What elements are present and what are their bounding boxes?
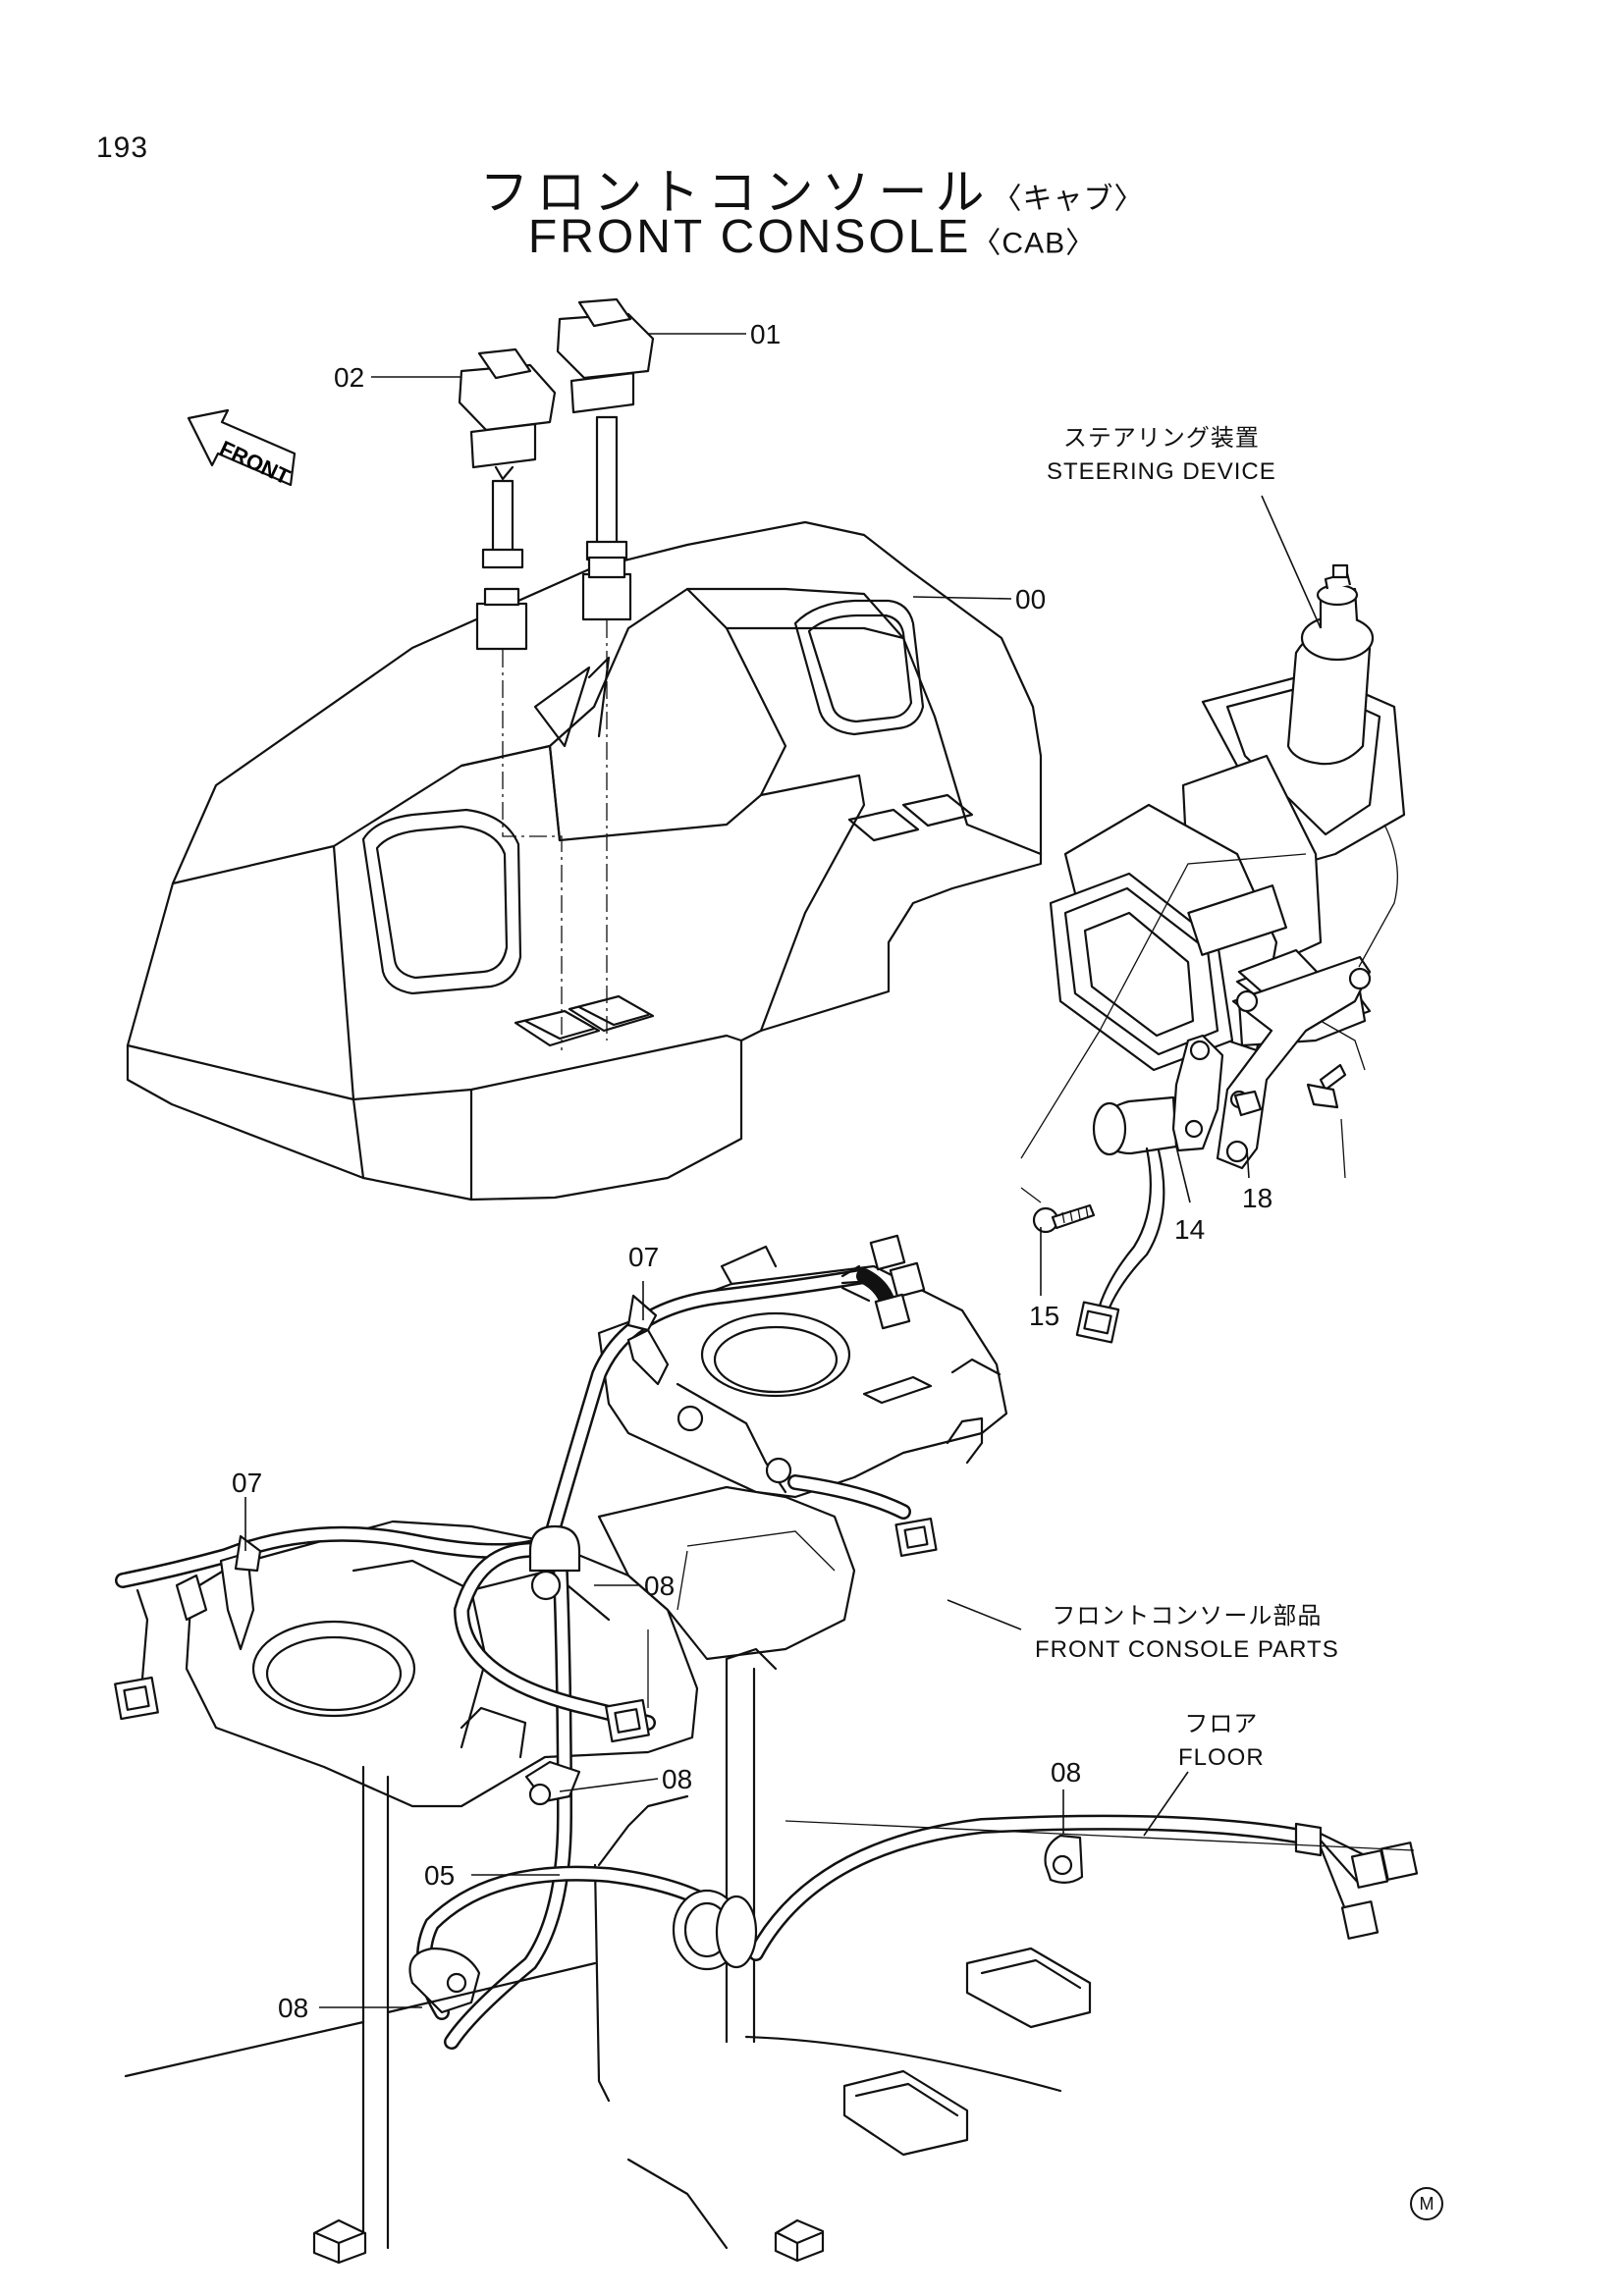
callout-01: 01 (750, 319, 781, 349)
steering-device (1032, 563, 1406, 1344)
callout-02: 02 (334, 362, 364, 393)
front-arrow-label: FRONT (216, 436, 295, 490)
note-parts-en: FRONT CONSOLE PARTS (1035, 1636, 1339, 1663)
callout-05: 05 (424, 1860, 455, 1891)
note-parts-jp: フロントコンソール部品 (1052, 1603, 1323, 1629)
note-floor-jp: フロア (1184, 1711, 1259, 1737)
front-direction-arrow-icon: FRONT (187, 408, 297, 490)
note-floor-en: FLOOR (1178, 1744, 1265, 1771)
title-en-main: FRONT CONSOLE (527, 211, 972, 263)
callout-08-center: 08 (644, 1571, 675, 1601)
note-steering-jp: ステアリング装置 (1062, 425, 1260, 452)
note-front-console-parts: フロントコンソール部品 FRONT CONSOLE PARTS (1035, 1600, 1339, 1667)
callout-07-lower: 07 (232, 1468, 262, 1498)
maker-mark-icon: M (1410, 2187, 1443, 2220)
page-number: 193 (96, 132, 149, 164)
callout-08-plate: 08 (662, 1764, 692, 1794)
front-console-parts (114, 1234, 1419, 2250)
callout-08-floor: 08 (1051, 1757, 1081, 1788)
callout-18: 18 (1242, 1183, 1272, 1213)
note-floor: フロア FLOOR (1178, 1708, 1265, 1775)
callout-08-bottom: 08 (278, 1993, 308, 2023)
callout-14: 14 (1174, 1214, 1205, 1245)
floor (124, 1820, 1415, 2265)
title-jp-sub: 〈キャブ〉 (992, 182, 1145, 217)
title-jp-main: フロントコンソール (479, 164, 993, 221)
title-english: FRONT CONSOLE〈CAB〉 (0, 210, 1624, 264)
rocker-switch-02 (458, 347, 557, 651)
title-en-sub: 〈CAB〉 (971, 227, 1097, 260)
front-console-cover (126, 520, 1043, 1201)
callout-15: 15 (1029, 1301, 1059, 1331)
rocker-switch-01 (556, 297, 655, 621)
callout-00: 00 (1015, 584, 1046, 614)
note-steering-device: ステアリング装置 STEERING DEVICE (1047, 422, 1276, 489)
callout-07-upper: 07 (628, 1242, 659, 1272)
note-steering-en: STEERING DEVICE (1047, 458, 1276, 485)
title-japanese: フロントコンソール〈キャブ〉 (0, 153, 1624, 224)
